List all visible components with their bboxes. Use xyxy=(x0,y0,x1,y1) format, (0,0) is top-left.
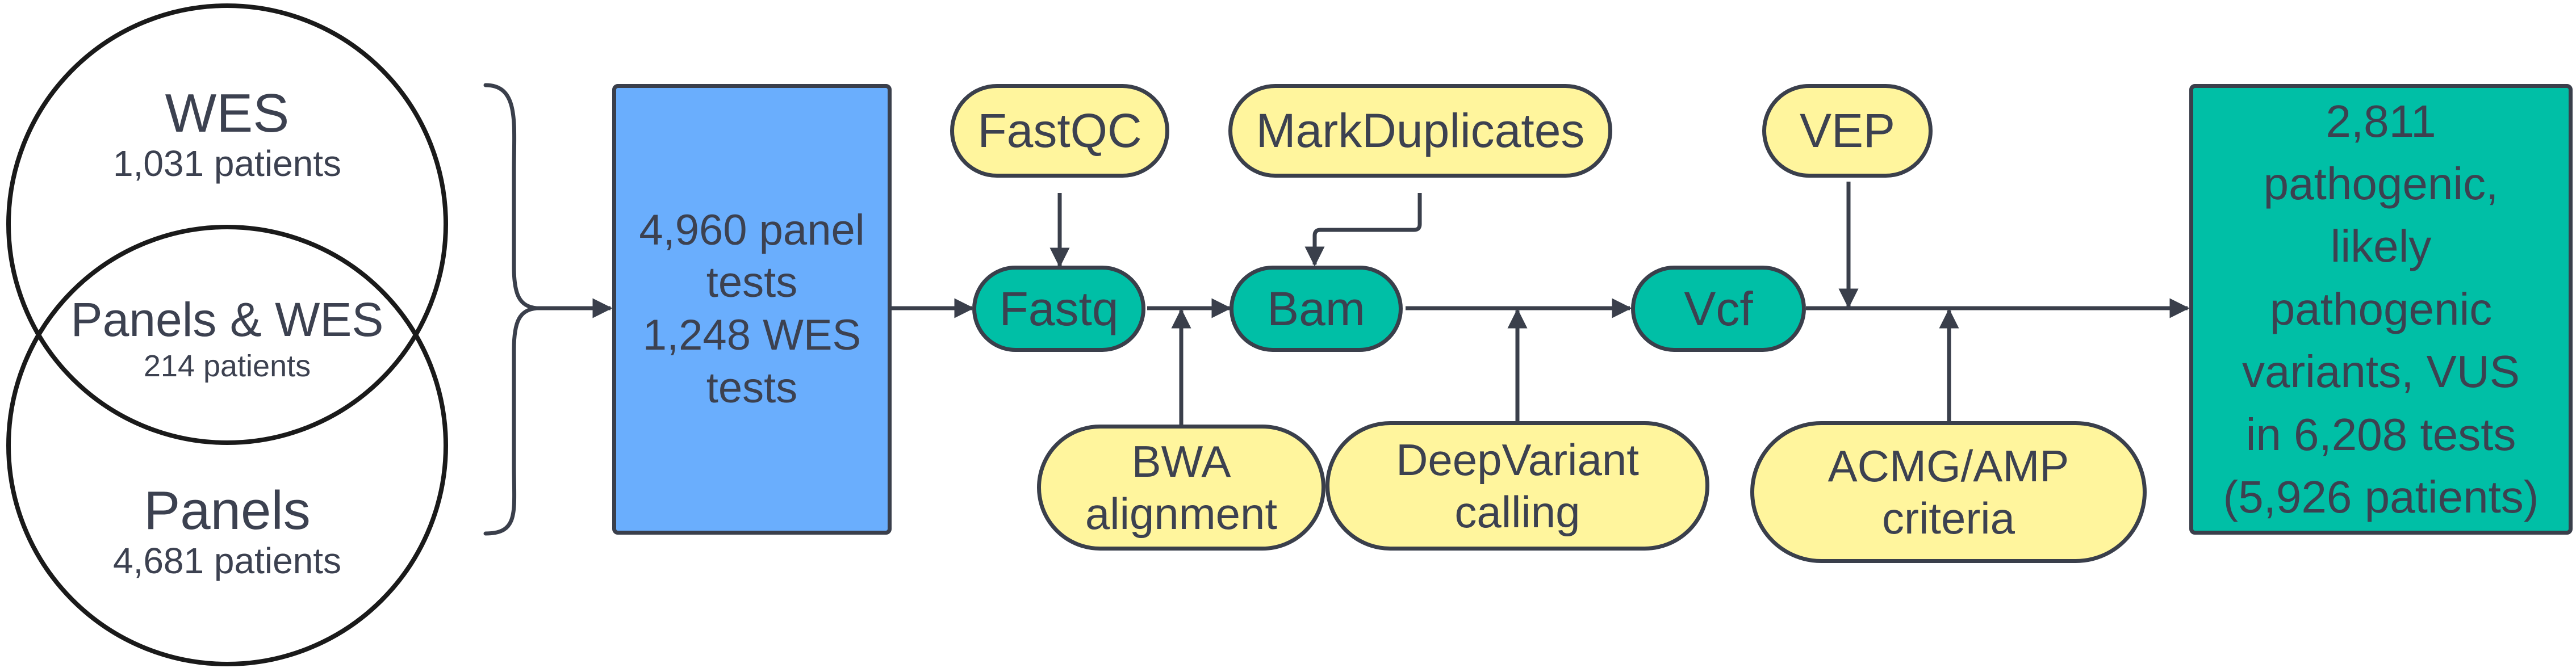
bwa-label-line1: BWA xyxy=(1131,436,1231,486)
venn-panels-group: Panels 4,681 patients xyxy=(85,480,369,582)
venn-circle-wes xyxy=(6,3,448,445)
vep-label: VEP xyxy=(1799,104,1896,158)
venn-wes-group: WES 1,031 patients xyxy=(85,82,369,184)
deepvariant-label-line2: calling xyxy=(1454,487,1580,537)
tests-box-line4: tests xyxy=(706,363,798,412)
fastq-label: Fastq xyxy=(999,282,1119,335)
acmg-node: ACMG/AMP criteria xyxy=(1750,421,2147,563)
acmg-label-line2: criteria xyxy=(1881,493,2015,543)
result-box-text: 2,811 pathogenic, likely pathogenic vari… xyxy=(2223,90,2539,529)
venn-wes-count: 1,031 patients xyxy=(112,143,342,184)
deepvariant-label-line1: DeepVariant xyxy=(1396,434,1639,485)
venn-panels-label: Panels xyxy=(144,480,311,541)
result-line: variants, VUS xyxy=(2242,346,2520,397)
vep-node: VEP xyxy=(1762,84,1933,178)
result-box: 2,811 pathogenic, likely pathogenic vari… xyxy=(2189,84,2573,535)
venn-overlap-label: Panels & WES xyxy=(70,293,384,346)
venn-panels-count: 4,681 patients xyxy=(112,540,342,581)
venn-wes-label: WES xyxy=(165,83,290,144)
bam-label: Bam xyxy=(1267,282,1365,335)
fastq-node: Fastq xyxy=(972,266,1145,352)
vcf-node: Vcf xyxy=(1631,266,1806,352)
tests-box-line3: 1,248 WES xyxy=(642,311,862,359)
fastqc-label: FastQC xyxy=(977,104,1142,158)
venn-circle-panels xyxy=(6,225,448,666)
result-line: 2,811 xyxy=(2326,95,2436,146)
result-line: likely xyxy=(2330,221,2432,272)
vcf-label: Vcf xyxy=(1684,282,1753,335)
result-line: pathogenic xyxy=(2269,283,2493,334)
venn-overlap-count: 214 patients xyxy=(143,349,311,383)
acmg-label-line1: ACMG/AMP xyxy=(1828,440,2069,491)
result-line: in 6,208 tests xyxy=(2245,409,2516,460)
venn-overlap-group: Panels & WES 214 patients xyxy=(40,292,415,384)
bwa-label-line2: alignment xyxy=(1085,489,1278,539)
result-line: (5,926 patients) xyxy=(2223,471,2539,522)
markduplicates-label: MarkDuplicates xyxy=(1256,104,1585,158)
fastqc-node: FastQC xyxy=(950,84,1169,178)
tests-box-line1: 4,960 panel xyxy=(639,205,865,254)
tests-box: 4,960 panel tests 1,248 WES tests xyxy=(612,84,892,535)
deepvariant-node: DeepVariant calling xyxy=(1325,421,1709,551)
arrow-markduplicates-to-bam xyxy=(1304,193,1422,267)
tests-box-line2: tests xyxy=(706,258,798,307)
result-line: pathogenic, xyxy=(2263,158,2499,209)
bam-node: Bam xyxy=(1230,266,1403,352)
bwa-node: BWA alignment xyxy=(1037,425,1325,551)
grouping-brace xyxy=(483,83,537,536)
markduplicates-node: MarkDuplicates xyxy=(1228,84,1612,178)
